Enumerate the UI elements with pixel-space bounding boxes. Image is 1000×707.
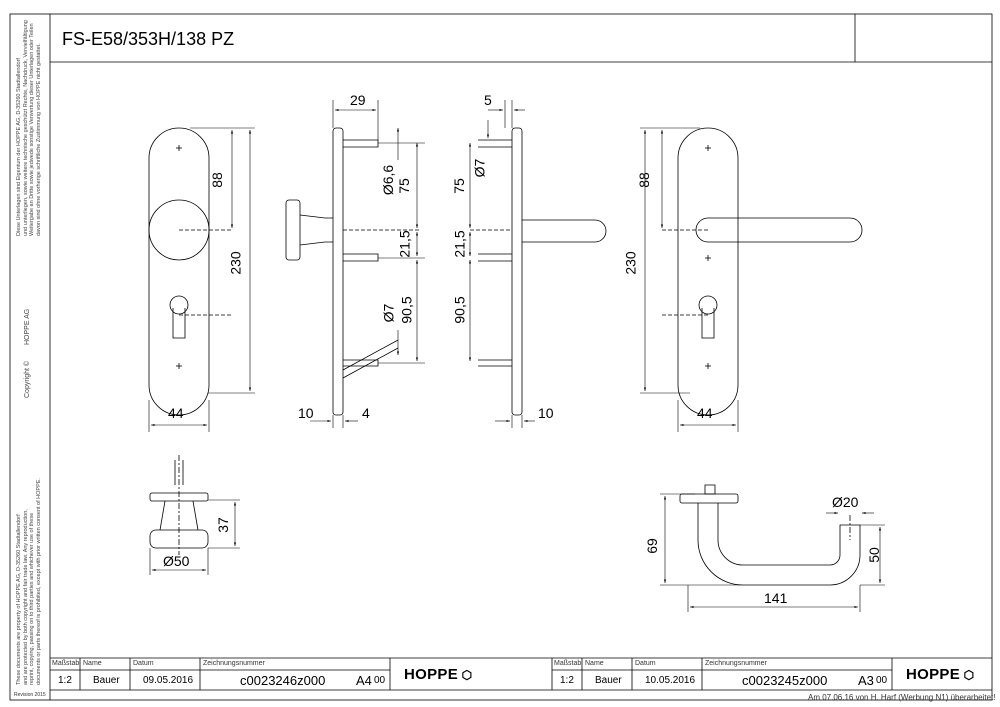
- side-view-knob: [285, 127, 420, 416]
- tb1-logo: HOPPE ⬡: [404, 666, 473, 683]
- dim-90-5-a: 90,5: [398, 296, 415, 324]
- title-block-right: [581, 658, 893, 690]
- dim-10-left: 10: [298, 405, 314, 421]
- dim-dia-20: Ø20: [832, 494, 859, 510]
- dim-dia-6-6: Ø6,6: [380, 164, 397, 196]
- tb2-header-name: Name: [585, 660, 604, 667]
- sheet-border: [9, 13, 993, 701]
- tb1-header-drawing-no: Zeichnungsnummer: [203, 660, 265, 667]
- tb1-header-scale: Maßstab: [52, 660, 80, 667]
- plate-front-knob: [148, 127, 232, 416]
- dim-37: 37: [214, 517, 231, 533]
- dim-29: 29: [350, 92, 366, 108]
- side-note-top: Diese Unterlagen sind Eigentum der HOPPE…: [16, 20, 42, 236]
- tb2-header-date: Datum: [635, 660, 656, 667]
- dim-75-b: 75: [450, 178, 467, 194]
- dim-5: 5: [484, 92, 492, 108]
- plate-front-handle: [662, 127, 863, 416]
- side-view-handle: [470, 127, 607, 416]
- dim-50-handle: 50: [865, 547, 882, 563]
- dim-lines-side-knob: [310, 100, 425, 428]
- tb1-name: Bauer: [93, 675, 120, 686]
- dim-44-left: 44: [168, 405, 184, 421]
- tb2-logo-mark-icon: ⬡: [960, 668, 975, 682]
- tb2-scale: 1:2: [560, 675, 574, 686]
- dim-lines-side-handle: [468, 100, 535, 428]
- tb1-rev: 00: [374, 675, 386, 686]
- drawing-title: FS-E58/353H/138 PZ: [62, 29, 235, 49]
- tb2-header-scale: Maßstab: [554, 660, 582, 667]
- tb2-format: A3: [858, 673, 874, 688]
- dim-69: 69: [643, 538, 660, 554]
- dim-dia-7-top: Ø7: [471, 158, 488, 178]
- dim-lines-front-handle: [640, 127, 739, 432]
- dim-lines-knob-top: [149, 499, 240, 575]
- dim-230-left: 230: [227, 251, 244, 275]
- tb1-date: 09.05.2016: [143, 675, 194, 686]
- dim-10-right: 10: [538, 405, 554, 421]
- knob-top-view: [149, 455, 209, 555]
- copyright-holder: HOPPE AG: [24, 308, 31, 345]
- dim-21-5-a: 21,5: [396, 230, 413, 258]
- dim-44-right: 44: [697, 405, 713, 421]
- tb2-header-drawing-no: Zeichnungsnummer: [705, 660, 767, 667]
- handle-top-view: [679, 484, 861, 586]
- dim-4: 4: [362, 405, 370, 421]
- dim-lines-handle-top: [660, 493, 885, 612]
- tb1-drawing-no: c0023246z000: [240, 673, 326, 688]
- dim-dia-7-bottom: Ø7: [380, 303, 397, 323]
- dim-90-5-b: 90,5: [451, 296, 468, 324]
- title-block-left: [79, 658, 553, 690]
- tb1-header-date: Datum: [133, 660, 154, 667]
- dim-141: 141: [764, 590, 788, 606]
- dim-88-right: 88: [635, 172, 652, 188]
- revision-note: Revision 2015: [14, 692, 46, 698]
- tb2-date: 10.05.2016: [645, 675, 696, 686]
- dim-230-right: 230: [622, 251, 639, 275]
- copyright-label: Copyright ©: [24, 360, 31, 398]
- tb2-name: Bauer: [595, 675, 622, 686]
- dim-21-5-b: 21,5: [451, 230, 468, 258]
- tb1-logo-mark-icon: ⬡: [458, 668, 473, 682]
- tb2-rev: 00: [876, 675, 888, 686]
- dim-lines-front-knob: [148, 127, 255, 432]
- tb1-scale: 1:2: [58, 675, 72, 686]
- dim-75-a: 75: [395, 178, 412, 194]
- tb2-drawing-no: c0023245z000: [742, 673, 828, 688]
- side-note-bottom: These documents are property of HOPPE AG…: [16, 478, 42, 685]
- tb1-header-name: Name: [83, 660, 102, 667]
- dim-88-left: 88: [208, 172, 225, 188]
- tb2-logo: HOPPE ⬡: [906, 666, 975, 683]
- footer-note: Am 07.06.16 von H. Harf (Werbung N1) übe…: [808, 693, 996, 702]
- dim-dia-50: Ø50: [163, 553, 190, 569]
- tb1-format: A4: [356, 673, 372, 688]
